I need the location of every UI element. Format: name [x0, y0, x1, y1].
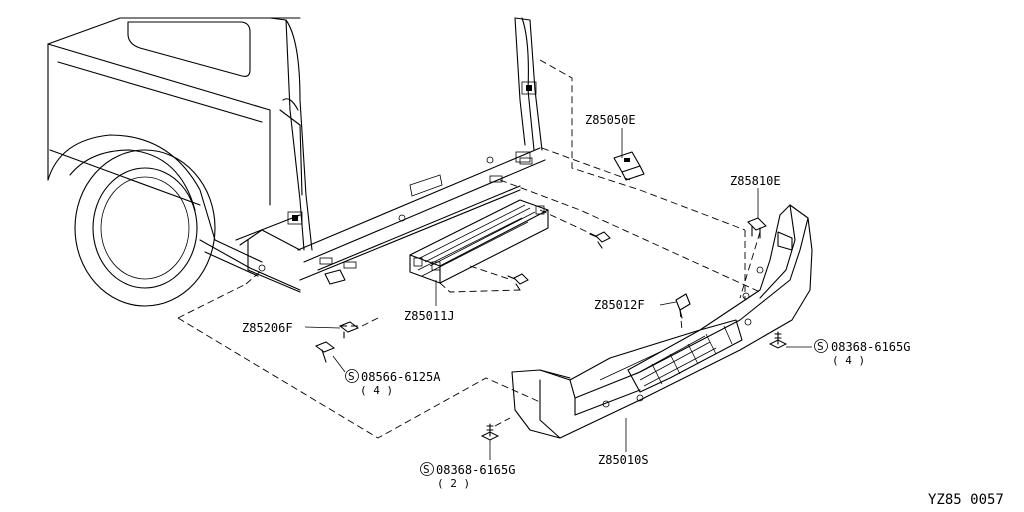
screw-number: 08368-6165G: [831, 340, 910, 354]
label-z85206f: Z85206F: [242, 321, 293, 335]
screw-icon: [768, 331, 788, 349]
screw-symbol: S: [817, 340, 824, 353]
label-z85010s: Z85010S: [598, 453, 649, 467]
rear-pillars: [235, 17, 546, 293]
screw-symbol: S: [423, 463, 430, 476]
rear-bumper: [511, 204, 813, 439]
assembly-lines: [177, 59, 761, 439]
bracket-icon: [613, 151, 645, 181]
leader-lines: [304, 128, 812, 460]
label-screw-08368-bottom: S 08368-6165G ( 2 ): [420, 462, 515, 490]
label-z85012f: Z85012F: [594, 298, 645, 312]
bolt-icon: [507, 273, 529, 291]
screw-symbol: S: [348, 370, 355, 383]
label-z85050e: Z85050E: [585, 113, 636, 127]
label-z85810e: Z85810E: [730, 174, 781, 188]
screw-icon: [314, 341, 336, 363]
label-screw-08368-right: S 08368-6165G ( 4 ): [814, 339, 910, 367]
label-screw-08566: S 08566-6125A ( 4 ): [345, 369, 441, 397]
step-bracket: [409, 199, 549, 284]
clip-icon: [338, 321, 360, 339]
screw-number: 08566-6125A: [361, 370, 441, 384]
clip-icon: [675, 293, 691, 319]
diagram-code: YZ85 0057: [928, 492, 1004, 508]
screw-qty: ( 2 ): [437, 477, 470, 490]
label-z85011j: Z85011J: [404, 309, 455, 323]
screw-qty: ( 4 ): [832, 354, 865, 367]
screw-icon: [480, 423, 500, 441]
bolt-icon: [589, 231, 611, 249]
clip-icon: [747, 217, 767, 239]
van-body: [47, 17, 301, 307]
screw-qty: ( 4 ): [360, 384, 393, 397]
screw-number: 08368-6165G: [436, 463, 515, 477]
